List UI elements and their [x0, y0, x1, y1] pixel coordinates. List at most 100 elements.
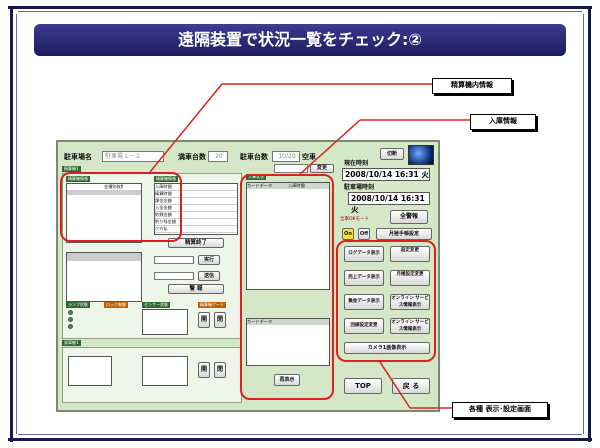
vacancy-label: 空車	[302, 153, 316, 161]
settle-info-callout: 精算機内情報	[432, 78, 512, 94]
lamp-indicator-icon	[68, 324, 73, 329]
frame-left-line	[16, 14, 17, 434]
alarm-button[interactable]: 警 報	[168, 284, 224, 294]
device-status-table	[66, 252, 142, 302]
unit-info-row: 課金金額	[155, 198, 237, 205]
frame-right-line	[583, 14, 584, 434]
send2-field[interactable]	[154, 272, 194, 280]
unit-info-row: 精算時間	[155, 191, 237, 198]
screen-button-right[interactable]: 月極設定変更	[390, 270, 430, 286]
top-button[interactable]: TOP	[344, 378, 382, 394]
parked-count-label: 駐車台数	[240, 153, 268, 161]
lock-tag: ロック制御	[104, 302, 128, 308]
settled-list[interactable]: カードデータ	[246, 318, 330, 366]
parking-name-label: 駐車場名	[64, 153, 92, 161]
unit-info-row: 入金金額	[155, 205, 237, 212]
device-status-row	[67, 256, 141, 257]
lamp-tag: ランプ状態	[66, 302, 90, 308]
screen-button-left[interactable]: 回線設定変更	[344, 318, 384, 334]
reload-button[interactable]: 再表示	[274, 374, 300, 386]
current-time-display: 2008/10/14 16:31 火	[342, 168, 430, 181]
mode-label: 全車OKモード	[340, 217, 369, 222]
screen-button-right[interactable]: オンライン サービス情報表示	[390, 294, 430, 310]
back-button[interactable]: 戻 る	[392, 378, 430, 394]
entry-list[interactable]: カードデータ 入庫時間	[246, 182, 330, 290]
ledger-row	[67, 192, 141, 193]
screens-highlight	[336, 240, 436, 362]
gate-open-button[interactable]: 開	[198, 312, 210, 328]
frame-bottom-line	[18, 434, 582, 435]
screen-button-left[interactable]: 集金データ表示	[344, 294, 384, 310]
bottom-close-button[interactable]: 閉	[214, 362, 226, 378]
device-status-row	[67, 255, 141, 256]
screen-button-left[interactable]: 売上データ表示	[344, 270, 384, 286]
screen-button-left[interactable]: ログデータ表示	[344, 246, 384, 262]
gate-close-button[interactable]: 閉	[214, 312, 226, 328]
unit-info-row: 釣り残金額	[155, 219, 237, 226]
manual-setting-button[interactable]: 月極手帳設定	[376, 228, 432, 240]
unit-info-row: 入庫時間	[155, 184, 237, 191]
device-status-row	[67, 259, 141, 260]
entry-tag: 入庫状況	[246, 174, 266, 180]
send-field[interactable]	[154, 256, 194, 264]
settled-header-card: カードデータ	[247, 319, 273, 324]
sensor-status-box	[142, 309, 188, 335]
switch-button[interactable]: 切断	[380, 148, 404, 160]
ledger-row: 金種別枚数	[67, 184, 141, 191]
screen-button-right[interactable]: オンライン サービス情報表示	[390, 318, 430, 334]
settle-end-button[interactable]: 精算終了	[168, 238, 224, 248]
settle-tab[interactable]: 精算機1	[62, 166, 81, 172]
full-count-field[interactable]: 20	[208, 151, 228, 162]
frame-top-bar	[8, 6, 592, 9]
bottom-tab[interactable]: 発車機1	[62, 340, 81, 346]
current-time-label: 現在時刻	[344, 160, 369, 167]
ledger-row	[67, 191, 141, 192]
device-status-row	[67, 258, 141, 259]
lamp-indicator-icon	[68, 310, 73, 315]
frame-right-bar	[588, 6, 591, 442]
sensor-tag: センサー状態	[142, 302, 170, 308]
unit-info-row: ク方払	[155, 226, 237, 233]
unit-info-row: 釣銭金額	[155, 212, 237, 219]
screen-button-right[interactable]: 設定変更	[390, 246, 430, 262]
unit-info-tag: 精算機情報	[154, 176, 178, 182]
device-status-row	[67, 254, 141, 255]
entry-info-highlight	[240, 174, 334, 400]
money-ledger: 金種別枚数	[66, 183, 142, 243]
on-button[interactable]: On	[342, 228, 354, 240]
settle-info-tag: 精算機情報	[66, 176, 90, 182]
remote-monitor-window: 駐車場名 駐車場１－２ 満車台数 20 駐車台数 10/20 空車 変更 切断 …	[56, 140, 440, 412]
entry-info-callout: 入庫情報	[470, 114, 536, 130]
gate-tag: 精算機ゲート	[198, 302, 226, 308]
vacancy-field[interactable]	[274, 164, 308, 173]
lamp-indicator-icon	[68, 317, 73, 322]
bottom-open-button[interactable]: 開	[198, 362, 210, 378]
full-count-label: 満車台数	[178, 153, 206, 161]
change-button[interactable]: 変更	[310, 164, 334, 173]
frame-top-line	[18, 11, 582, 12]
ledger-row	[67, 194, 141, 195]
send2-button[interactable]: 送信	[198, 271, 220, 281]
parked-count-field[interactable]: 10/20	[272, 151, 300, 162]
bottom-status-b	[142, 356, 188, 386]
send-button[interactable]: 実行	[198, 255, 220, 265]
slide-title: 遠隔装置で状況一覧をチェック:②	[34, 24, 566, 56]
parking-time-display: 2008/10/14 16:31 火	[348, 192, 430, 214]
frame-bottom-bar	[8, 438, 592, 441]
ledger-row	[67, 193, 141, 194]
settle-info-highlight	[60, 172, 182, 242]
screens-callout: 各種 表示･設定画面	[452, 402, 548, 418]
entry-header-card: カードデータ	[247, 183, 273, 188]
camera-view-button[interactable]: カメラ1画像表示	[344, 342, 430, 354]
device-status-row	[67, 257, 141, 258]
globe-icon	[408, 145, 434, 165]
entry-header-time: 入庫時間	[288, 183, 305, 188]
unit-info-table: 入庫時間精算時間課金金額入金金額釣銭金額釣り残金額ク方払	[154, 183, 238, 235]
device-status-row	[67, 253, 141, 254]
off-button[interactable]: Off	[358, 228, 370, 240]
parking-time-label: 駐車場時刻	[344, 184, 375, 191]
all-alarm-button[interactable]: 全警報	[390, 210, 428, 224]
frame-left-bar	[10, 6, 13, 442]
lamp-list	[68, 310, 73, 329]
